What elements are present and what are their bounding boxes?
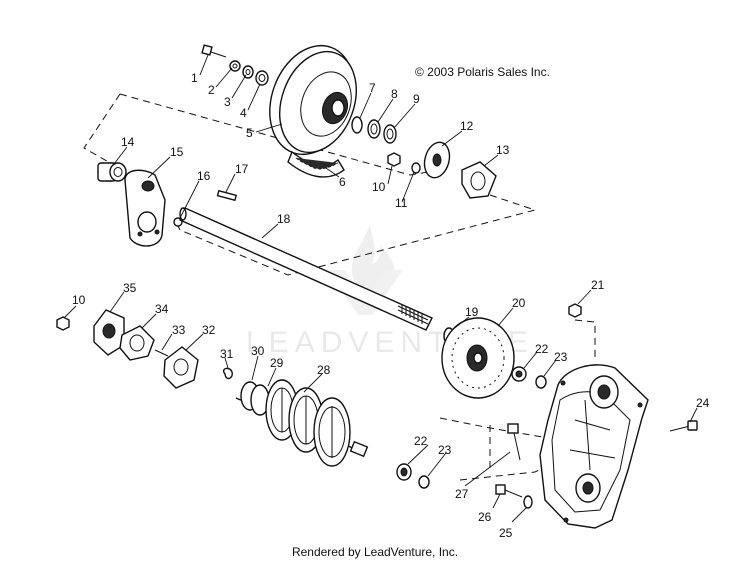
callout-20: 20 (512, 296, 526, 310)
callout-35: 35 (123, 281, 137, 295)
nut-10-top (387, 152, 401, 167)
bolt-27 (507, 423, 521, 461)
callout-23-top: 23 (554, 350, 568, 364)
spring-pin-33 (154, 349, 169, 357)
callout-19: 19 (465, 305, 479, 319)
callout-2: 2 (208, 83, 215, 97)
leader-lines (63, 54, 698, 523)
callout-13: 13 (496, 143, 510, 157)
callout-12: 12 (460, 119, 474, 133)
callout-15: 15 (170, 145, 184, 159)
callout-1: 1 (191, 71, 198, 85)
clip-31 (223, 367, 234, 380)
callout-25: 25 (499, 526, 513, 540)
key-17 (216, 189, 238, 202)
seal-12 (423, 141, 451, 179)
bearing-retainer-32 (163, 346, 199, 389)
chain-6 (287, 150, 345, 178)
chaincase-housing (539, 364, 649, 529)
callout-labels: 1 2 3 4 5 6 7 8 9 10 11 12 13 14 15 16 1… (72, 71, 710, 540)
callout-6: 6 (339, 175, 346, 189)
bolt-24 (669, 420, 698, 432)
bearing-plate-15 (124, 169, 166, 247)
washer-2 (229, 60, 241, 72)
callout-14: 14 (121, 135, 135, 149)
callout-22-bottom: 22 (414, 434, 428, 448)
callout-10-bottom: 10 (72, 293, 86, 307)
sprocket-5 (269, 44, 357, 156)
callout-7: 7 (369, 81, 376, 95)
callout-18: 18 (277, 212, 291, 226)
callout-22-top: 22 (535, 342, 549, 356)
callout-34: 34 (155, 302, 169, 316)
bolt-26 (495, 484, 523, 498)
bushing-4 (255, 70, 269, 86)
callout-30: 30 (251, 344, 265, 358)
nut-10-bottom (56, 316, 70, 331)
assembly-dashed-lines (83, 93, 596, 481)
callout-8: 8 (391, 87, 398, 101)
callout-4: 4 (240, 106, 247, 120)
seal-23-bottom (418, 475, 430, 489)
bearing-22-bottom (396, 463, 412, 481)
callout-17: 17 (235, 162, 249, 176)
callout-33: 33 (172, 323, 186, 337)
callout-28: 28 (317, 363, 331, 377)
callout-24: 24 (696, 396, 710, 410)
nut-21 (568, 303, 582, 318)
bearing-22-top (511, 366, 527, 382)
copyright-caption: © 2003 Polaris Sales Inc. (415, 65, 550, 79)
bolt-1 (201, 44, 227, 58)
callout-10-top: 10 (372, 180, 386, 194)
seal-23-top (535, 375, 547, 389)
callout-9: 9 (413, 92, 420, 106)
rings-7-8-9 (351, 116, 397, 144)
callout-32: 32 (202, 323, 216, 337)
sprocket-assembly-28-29-30 (235, 379, 369, 467)
callout-5: 5 (246, 126, 253, 140)
callout-3: 3 (224, 95, 231, 109)
gasket-34 (119, 325, 155, 361)
callout-11: 11 (395, 196, 408, 210)
washer-3 (242, 65, 254, 79)
flange-13 (461, 161, 497, 199)
driveshaft-18 (179, 207, 433, 331)
callout-26: 26 (478, 510, 492, 524)
callout-29: 29 (270, 356, 284, 370)
washer-11 (411, 162, 421, 174)
footer-caption: Rendered by LeadVenture, Inc. (292, 545, 458, 559)
callout-27: 27 (455, 487, 469, 501)
washer-25 (523, 495, 533, 509)
callout-21: 21 (591, 278, 605, 292)
bearing-14 (97, 162, 127, 182)
callout-31: 31 (220, 347, 234, 361)
brake-disc-20 (441, 317, 515, 399)
callout-16: 16 (197, 169, 211, 183)
callout-23-bottom: 23 (438, 443, 452, 457)
